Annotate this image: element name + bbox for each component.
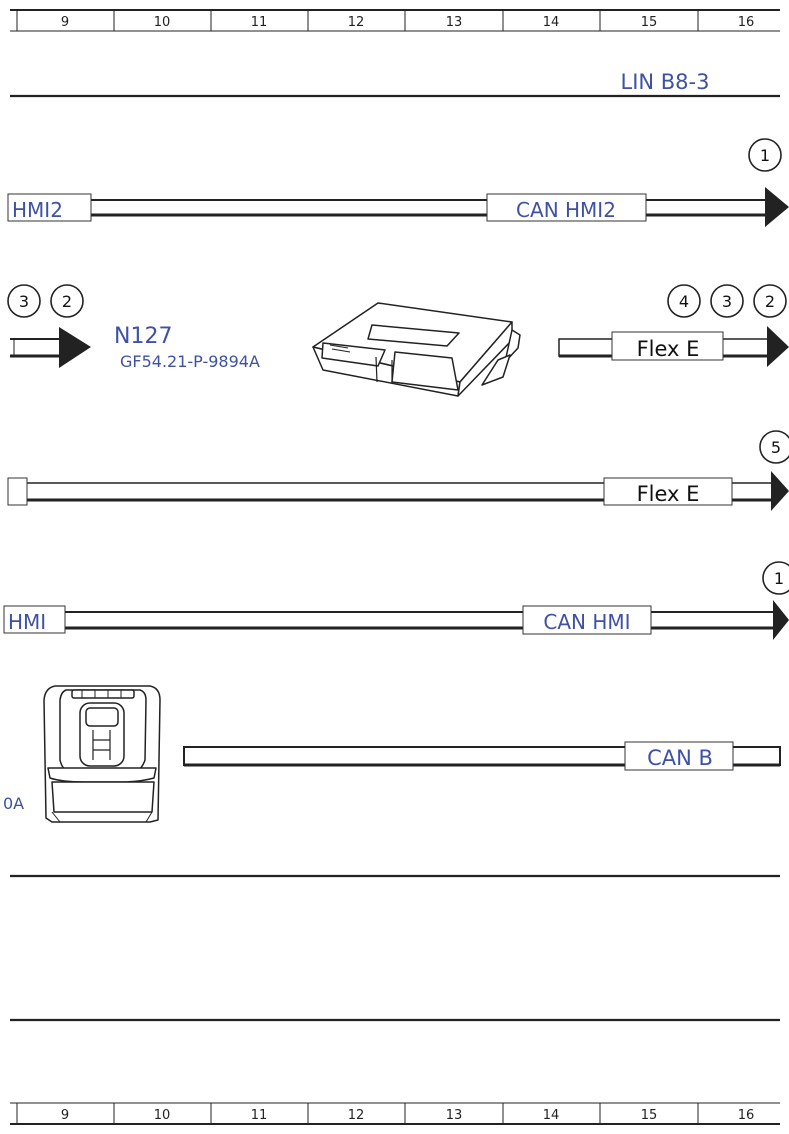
wire-left-stub: 3 2 xyxy=(7,284,91,368)
connector-circle xyxy=(50,284,84,318)
top-ruler-col: 14 xyxy=(543,15,560,30)
top-ruler-col: 11 xyxy=(251,15,268,30)
wire-label: Flex E xyxy=(637,482,700,506)
connector-number: 1 xyxy=(774,569,784,588)
connector-number: 1 xyxy=(760,146,770,165)
top-ruler-col: 13 xyxy=(446,15,463,30)
connector-number: 4 xyxy=(679,292,689,311)
bottom-ruler-col: 9 xyxy=(61,1108,69,1123)
connector-circle xyxy=(7,284,41,318)
connector-circle xyxy=(710,284,744,318)
top-ruler-col: 12 xyxy=(348,15,365,30)
connector-number: 2 xyxy=(62,292,72,311)
bottom-ruler-col: 14 xyxy=(543,1108,560,1123)
lin-label: LIN B8-3 xyxy=(621,70,710,94)
bottom-ruler-col: 13 xyxy=(446,1108,463,1123)
arrow-head-icon xyxy=(767,326,789,367)
arrow-head-icon xyxy=(771,471,789,511)
bottom-ruler-col: 15 xyxy=(641,1108,658,1123)
top-ruler: 9 10 11 12 13 14 15 16 xyxy=(10,9,780,32)
wire-left-label: HMI2 xyxy=(12,198,63,222)
control-panel-icon xyxy=(43,685,161,823)
control-unit-icon xyxy=(312,302,521,397)
connector-number: 3 xyxy=(722,292,732,311)
arrow-head-icon xyxy=(765,187,789,227)
wire-flex-e-1: Flex E 4 3 2 xyxy=(558,284,789,367)
top-ruler-col: 9 xyxy=(61,15,69,30)
arrow-head-icon xyxy=(773,600,789,640)
bottom-ruler-col: 10 xyxy=(154,1108,171,1123)
top-ruler-col: 10 xyxy=(154,15,171,30)
wire-flex-e-2: Flex E 5 xyxy=(7,430,789,511)
wire-can-hmi2: HMI2 CAN HMI2 1 xyxy=(7,138,789,227)
connector-circle xyxy=(753,284,787,318)
top-ruler-col: 15 xyxy=(641,15,658,30)
wire-can-b: CAN B xyxy=(183,741,781,771)
bottom-ruler-col: 11 xyxy=(251,1108,268,1123)
connector-circle xyxy=(667,284,701,318)
bottom-ruler-col: 12 xyxy=(348,1108,365,1123)
wire-left-label: HMI xyxy=(8,610,46,634)
connector-number: 2 xyxy=(765,292,775,311)
connector-circle xyxy=(748,138,782,172)
component-id: N127 xyxy=(114,324,172,349)
bottom-ruler-col: 16 xyxy=(738,1108,755,1123)
connector-number: 5 xyxy=(771,438,781,457)
connector-number: 3 xyxy=(19,292,29,311)
bottom-ruler: 9 10 11 12 13 14 15 16 xyxy=(10,1102,780,1125)
wire-can-hmi: HMI CAN HMI 1 xyxy=(3,561,789,640)
wire-label: Flex E xyxy=(637,337,700,361)
arrow-head-icon xyxy=(59,327,91,368)
component-ref: GF54.21-P-9894A xyxy=(120,352,260,371)
wire-mid-label: CAN HMI2 xyxy=(516,198,616,222)
component-ref-partial: 0A xyxy=(3,794,24,813)
connector-circle xyxy=(759,430,789,464)
connector-circle xyxy=(762,561,789,595)
wire-mid-label: CAN HMI xyxy=(543,610,630,634)
top-ruler-col: 16 xyxy=(738,15,755,30)
wire-label: CAN B xyxy=(647,746,713,770)
